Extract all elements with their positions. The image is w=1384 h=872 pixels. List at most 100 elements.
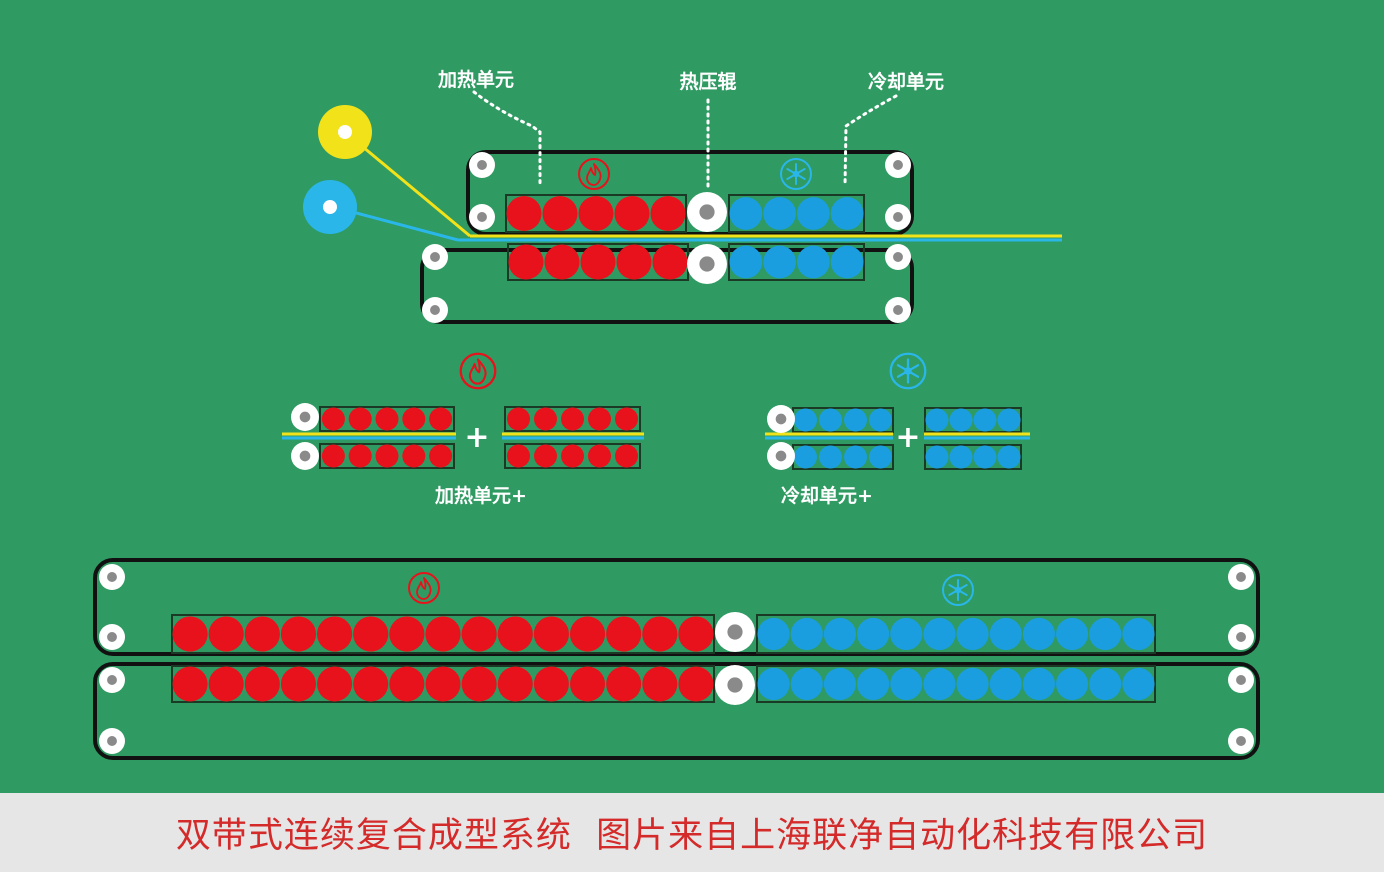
belt-roller: [885, 244, 911, 270]
heating-roll: [614, 196, 650, 231]
heating-module-b-lower: [504, 443, 641, 469]
snowflake-icon: [780, 158, 812, 190]
cooling-roll: [844, 408, 867, 432]
heating-roll: [172, 616, 208, 652]
diagram-stage: 加热单元 热压辊 冷却单元 + + 加热单元+ 冷却单元+: [93, 68, 1260, 760]
heating-roll: [317, 616, 353, 652]
belt-roller: [1228, 564, 1254, 590]
heating-roll: [507, 444, 530, 468]
hot-press-roller-lower: [715, 665, 755, 705]
cooling-roll: [757, 667, 790, 701]
long-lower-cooling-unit: [756, 665, 1156, 703]
heating-roll: [461, 616, 497, 652]
cooling-roll: [989, 667, 1022, 701]
heating-unit-plus-label: 加热单元+: [434, 484, 527, 507]
cooling-roll: [956, 617, 989, 651]
heating-roll: [425, 666, 461, 702]
cooling-roll: [1089, 667, 1122, 701]
heating-roll: [580, 244, 616, 280]
heating-roll: [429, 444, 453, 468]
heating-unit-leader: [472, 90, 542, 186]
press-roller: [767, 442, 795, 470]
heating-roll: [402, 407, 426, 431]
flame-icon: [459, 352, 497, 390]
upper-heating-unit: [505, 194, 687, 233]
cooling-roll: [857, 617, 890, 651]
heating-module-b-upper: [504, 406, 641, 432]
belt-roller: [99, 624, 125, 650]
heating-roll: [389, 616, 425, 652]
cooling-roll: [844, 445, 867, 469]
press-roller: [291, 442, 319, 470]
heating-roll: [389, 666, 425, 702]
heating-roll: [375, 407, 399, 431]
cooling-roll: [857, 667, 890, 701]
cooling-roll: [1122, 667, 1155, 701]
heating-roll: [569, 616, 606, 652]
heating-roll: [542, 196, 578, 231]
heating-roll: [534, 407, 557, 431]
cooling-module-a-upper: [792, 407, 894, 433]
snowflake-icon: [942, 574, 974, 606]
cooling-unit-label: 冷却单元: [868, 70, 944, 93]
cooling-roll: [989, 617, 1022, 651]
belt-roller: [885, 204, 911, 230]
cooling-roll: [794, 445, 817, 469]
heating-roll: [402, 444, 426, 468]
heating-roll: [678, 616, 714, 652]
heating-roll: [606, 616, 642, 652]
cooling-roll: [790, 617, 823, 651]
cooling-roll: [729, 197, 763, 230]
upper-cooling-unit: [728, 194, 865, 233]
flame-icon: [408, 572, 440, 604]
cooling-roll: [729, 245, 763, 279]
cooling-roll: [1056, 617, 1089, 651]
upper-belt: [466, 150, 914, 236]
heating-roll: [507, 407, 530, 431]
belt-roller: [422, 297, 448, 323]
double-belt-diagram: 加热单元 热压辊 冷却单元 + + 加热单元+ 冷却单元+: [93, 68, 1260, 760]
cooling-roll: [997, 408, 1021, 432]
heating-roll: [534, 444, 557, 468]
heating-roll: [353, 666, 389, 702]
cooling-roll: [923, 667, 956, 701]
heating-roll: [317, 666, 353, 702]
cooling-roll: [819, 408, 842, 432]
heating-roll: [208, 666, 244, 702]
cooling-roll: [869, 408, 892, 432]
belt-roller: [99, 564, 125, 590]
heating-roll: [348, 407, 372, 431]
belt-roller: [422, 244, 448, 270]
cooling-unit-plus-label: 冷却单元+: [781, 484, 873, 507]
cooling-roll: [794, 408, 817, 432]
heating-roll: [533, 666, 569, 702]
caption-text: 双带式连续复合成型系统 图片来自上海联净自动化科技有限公司: [175, 816, 1209, 856]
heating-roll: [588, 407, 611, 431]
cooling-roll: [949, 445, 973, 469]
cooling-roll: [949, 408, 973, 432]
cooling-roll: [819, 445, 842, 469]
heating-unit-label: 加热单元: [437, 68, 514, 91]
heating-roll: [616, 244, 652, 280]
heating-roll: [244, 616, 280, 652]
cooling-roll: [925, 408, 949, 432]
heating-module-a-lower: [319, 443, 455, 469]
plus-sign-heating: +: [464, 420, 489, 455]
heating-roll: [497, 616, 533, 652]
heating-roll: [348, 444, 372, 468]
heating-roll: [544, 244, 580, 280]
press-roller: [767, 405, 795, 433]
cooling-roll: [823, 667, 857, 701]
heating-roll: [678, 666, 714, 702]
heating-module-a-upper: [319, 406, 455, 432]
heating-roll: [172, 666, 208, 702]
cooling-roll: [823, 617, 857, 651]
belt-roller: [99, 667, 125, 693]
cooling-roll: [973, 445, 997, 469]
cooling-module-b-upper: [924, 407, 1022, 433]
cooling-module-a-lower: [792, 444, 894, 470]
long-lower-heating-unit: [171, 665, 715, 703]
lower-heating-unit: [507, 243, 689, 281]
cooling-roll: [973, 408, 997, 432]
heating-roll: [425, 616, 461, 652]
